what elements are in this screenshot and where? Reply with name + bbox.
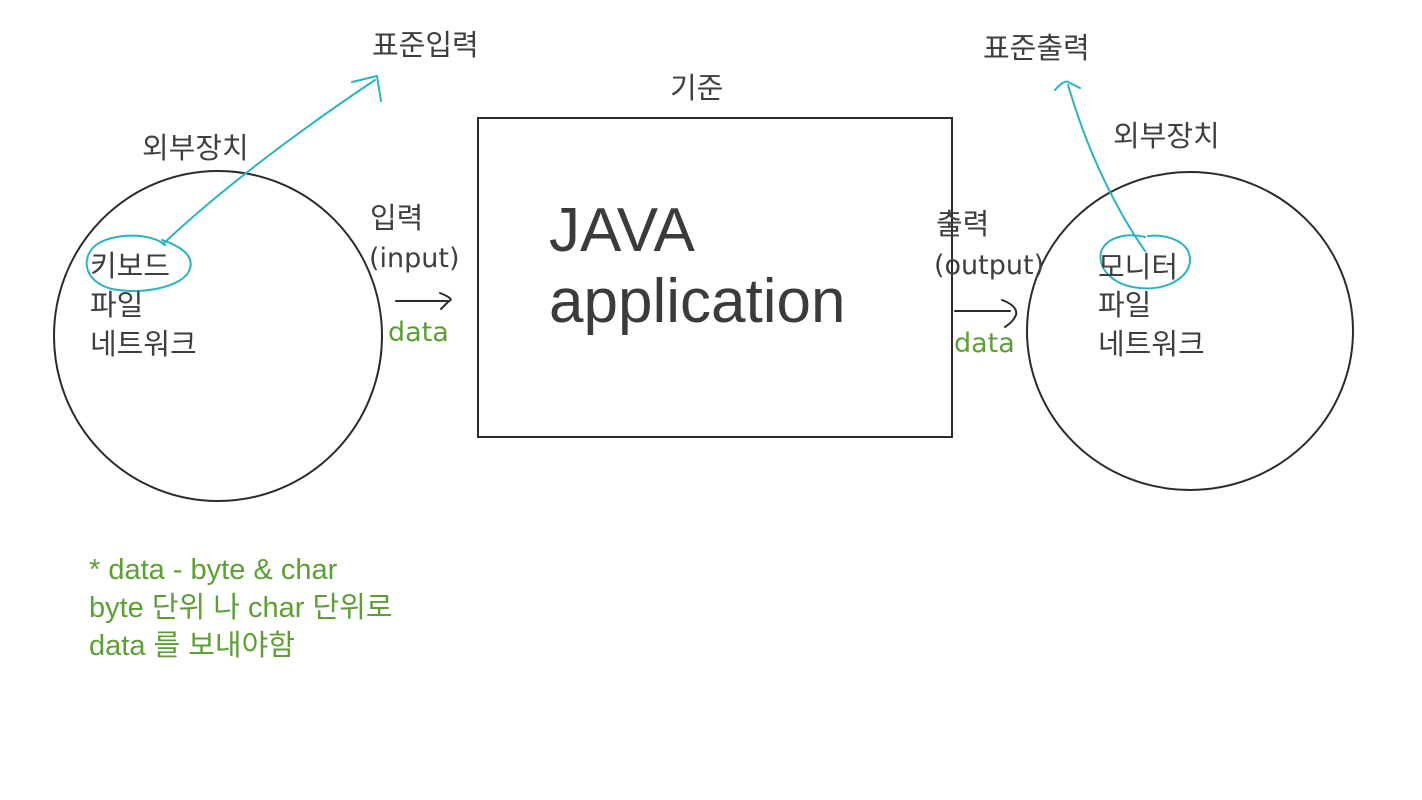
- left-device-item-network: 네트워크: [90, 327, 197, 361]
- right-device-circle: [1026, 171, 1354, 491]
- right-device-item-network: 네트워크: [1098, 327, 1205, 361]
- keyboard-highlight-loop: [85, 234, 192, 292]
- input-arrow: [395, 292, 452, 310]
- right-device-item-file: 파일: [1098, 288, 1152, 322]
- output-label-ko: 출력: [936, 207, 990, 241]
- right-device-item-monitor: 모니터: [1098, 250, 1179, 284]
- input-data-label: data: [388, 317, 449, 348]
- output-arrow: [954, 299, 1018, 328]
- left-device-circle: [53, 170, 383, 502]
- java-application-box: [477, 117, 953, 438]
- left-device-title: 외부장치: [142, 131, 249, 165]
- standard-output-arrow: [1054, 80, 1146, 252]
- left-device-item-file: 파일: [90, 288, 144, 322]
- center-title: 기준: [670, 71, 724, 105]
- output-label-en: (output): [934, 250, 1045, 281]
- app-title-java: JAVA: [549, 196, 695, 265]
- output-data-label: data: [954, 328, 1015, 359]
- right-device-title: 외부장치: [1113, 119, 1220, 153]
- standard-input-label: 표준입력: [372, 28, 479, 62]
- input-label-en: (input): [369, 243, 460, 274]
- left-device-item-keyboard: 키보드: [90, 249, 171, 283]
- monitor-highlight-loop: [1099, 234, 1192, 290]
- standard-output-label: 표준출력: [983, 31, 1090, 65]
- note-line-2: byte 단위 나 char 단위로: [89, 592, 393, 624]
- app-title-application: application: [549, 267, 846, 336]
- input-label-ko: 입력: [370, 201, 424, 235]
- standard-input-arrow: [162, 75, 382, 245]
- note-line-3: data 를 보내야함: [89, 630, 295, 662]
- note-line-1: * data - byte & char: [89, 554, 338, 586]
